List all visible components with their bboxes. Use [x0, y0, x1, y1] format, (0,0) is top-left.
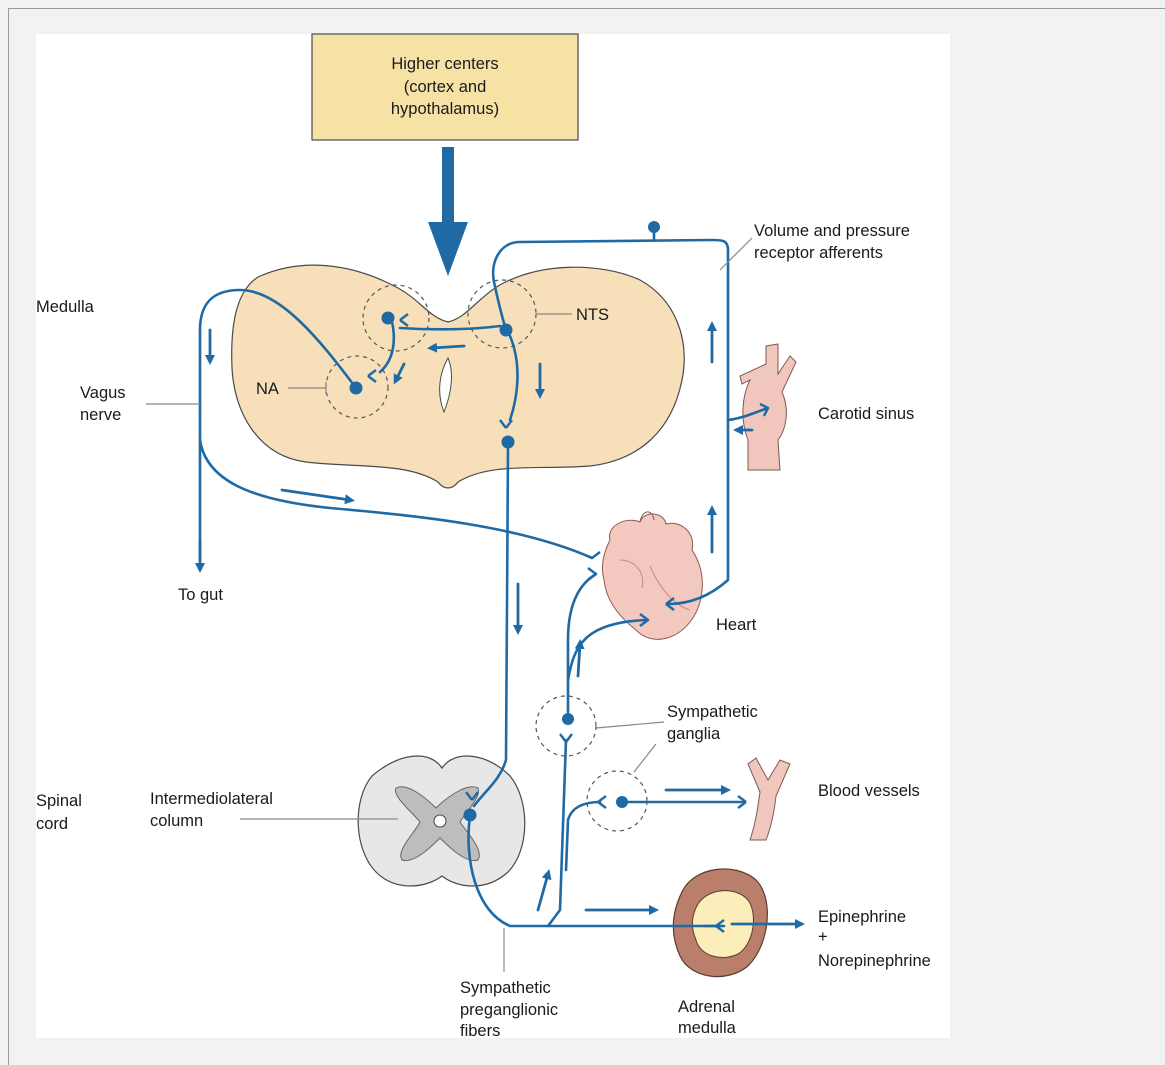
carotid-sinus-label: Carotid sinus	[818, 405, 914, 423]
preganglionic-to-ganglia	[548, 740, 566, 926]
medulla-presympathetic-neuron	[502, 436, 515, 449]
intermediolateral-label-line-2: column	[150, 812, 203, 830]
to-gut-label: To gut	[178, 586, 223, 604]
higher-centers-box: Higher centers (cortex and hypothalamus)	[312, 34, 578, 140]
spinal-cord-label-line-2: cord	[36, 815, 68, 833]
epinephrine-label-line-1: Epinephrine	[818, 908, 906, 926]
blood-vessels-label: Blood vessels	[818, 782, 920, 800]
intermediolateral-label-line-1: Intermediolateral	[150, 790, 273, 808]
medulla-shape	[232, 265, 684, 488]
nts-label: NTS	[576, 306, 609, 324]
ganglia-label-line-1: Sympathetic	[667, 703, 758, 721]
ganglia-label-line-2: ganglia	[667, 725, 721, 743]
receptor-label-line-1: Volume and pressure	[754, 222, 910, 240]
epinephrine-label-line-3: Norepinephrine	[818, 952, 931, 970]
heart-shape	[602, 512, 702, 639]
descending-spinal-fiber	[474, 448, 508, 806]
higher-centers-line-3: hypothalamus)	[391, 100, 499, 118]
vagus-label-line-2: nerve	[80, 406, 121, 424]
preganglionic-label-line-2: preganglionic	[460, 1001, 558, 1019]
higher-centers-line-1: Higher centers	[391, 55, 498, 73]
preganglionic-label-line-3: fibers	[460, 1022, 500, 1040]
higher-centers-line-2: (cortex and	[404, 78, 487, 96]
vagus-label-line-1: Vagus	[80, 384, 126, 402]
blood-vessel	[748, 758, 790, 840]
spinal-cord-label-line-1: Spinal	[36, 792, 82, 810]
nts-neuron	[500, 324, 513, 337]
ganglion-neuron-upper	[562, 713, 574, 725]
na-label: NA	[256, 380, 279, 398]
descending-big-arrow	[428, 147, 468, 276]
preganglionic-label-line-1: Sympathetic	[460, 979, 551, 997]
afferent-cell-body	[648, 221, 660, 233]
preganglionic-to-lower-ganglion	[566, 802, 600, 870]
epinephrine-label-plus: +	[818, 928, 828, 946]
adrenal-label-line-1: Adrenal	[678, 998, 735, 1016]
receptor-label-line-2: receptor afferents	[754, 244, 883, 262]
heart-label: Heart	[716, 616, 757, 634]
adrenal-label-line-2: medulla	[678, 1019, 737, 1037]
medulla-label: Medulla	[36, 298, 95, 316]
